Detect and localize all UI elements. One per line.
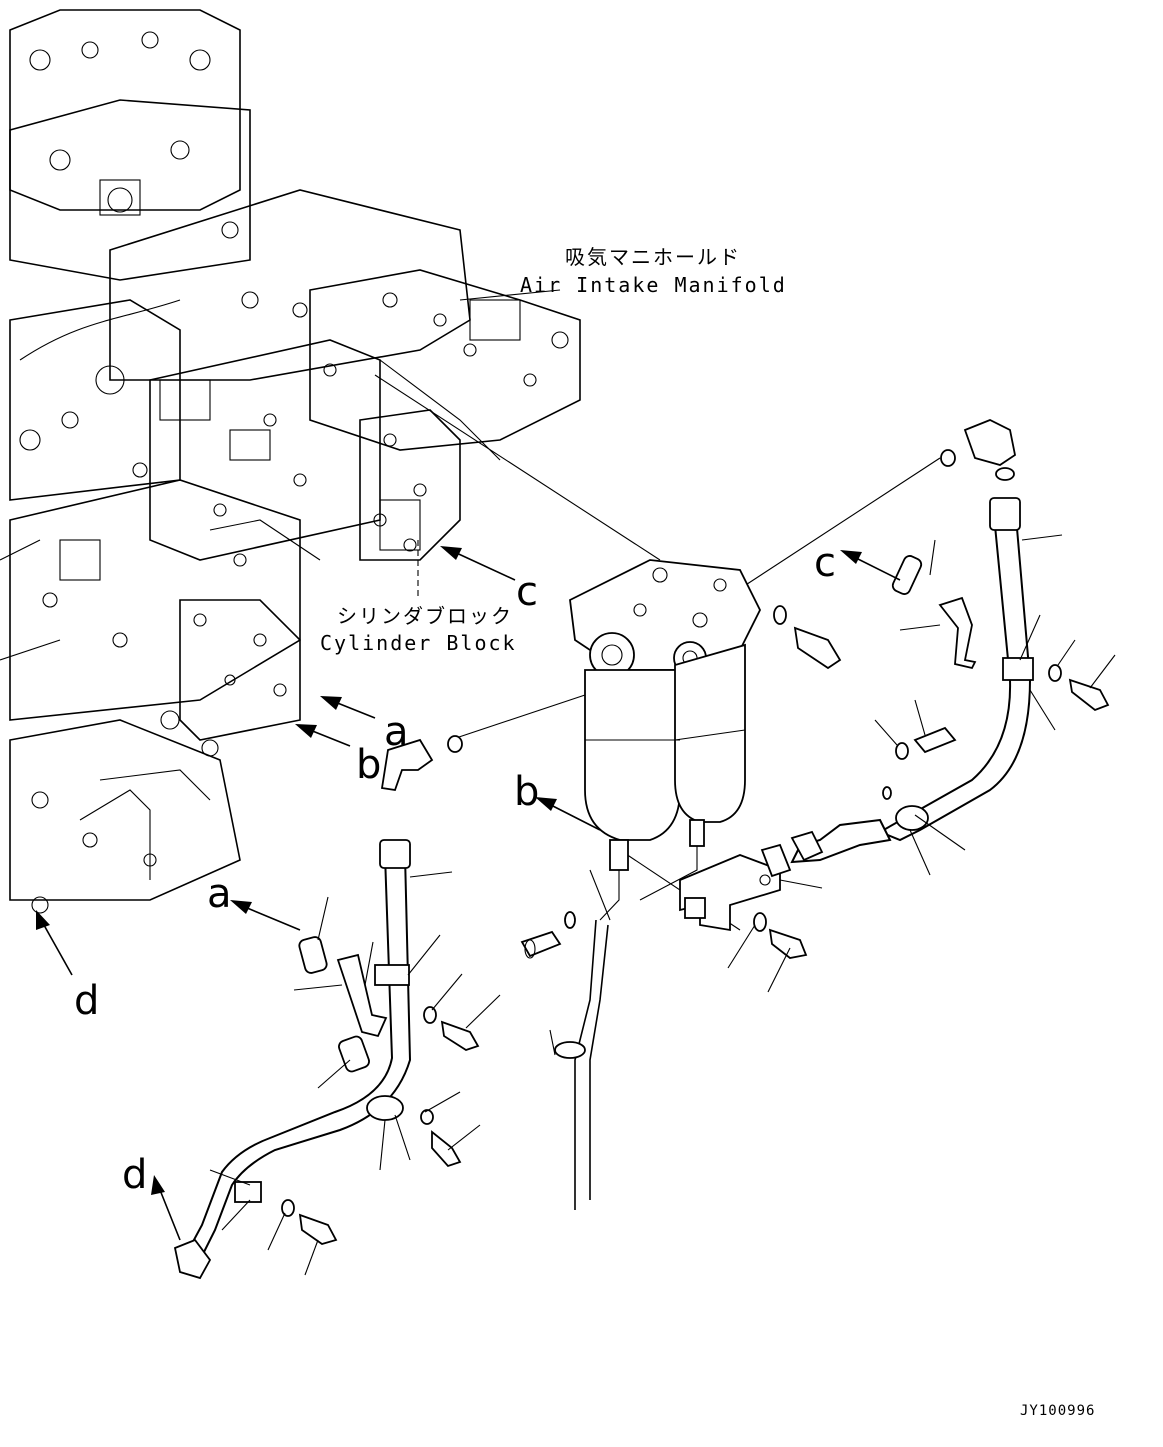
callout-a-upper: a (384, 709, 409, 755)
air-intake-manifold-label-ja: 吸気マニホールド (565, 245, 741, 269)
text-labels: 吸気マニホールド Air Intake Manifold シリンダブロック Cy… (74, 245, 1095, 1419)
cylinder-block-label-en: Cylinder Block (320, 631, 517, 655)
callout-d-lower: d (122, 1152, 147, 1198)
callout-a-lower: a (207, 871, 232, 917)
callout-c-upper: c (516, 569, 538, 615)
filter-bracket (447, 449, 1015, 959)
air-intake-manifold-label-en: Air Intake Manifold (520, 273, 787, 297)
callout-d-upper: d (74, 978, 99, 1024)
drawing-id: JY100996 (1020, 1403, 1095, 1419)
left-hose-assembly (173, 738, 480, 1280)
callout-b-lower: b (514, 769, 539, 815)
callout-c-lower: c (814, 540, 836, 586)
callout-b-upper: b (356, 742, 381, 788)
callout-arrows (36, 534, 1116, 1276)
fuel-filter-assembly (549, 559, 762, 1210)
right-hose-assembly (790, 419, 1110, 864)
cylinder-block-label-ja: シリンダブロック (337, 604, 513, 628)
engine-block (0, 9, 581, 914)
